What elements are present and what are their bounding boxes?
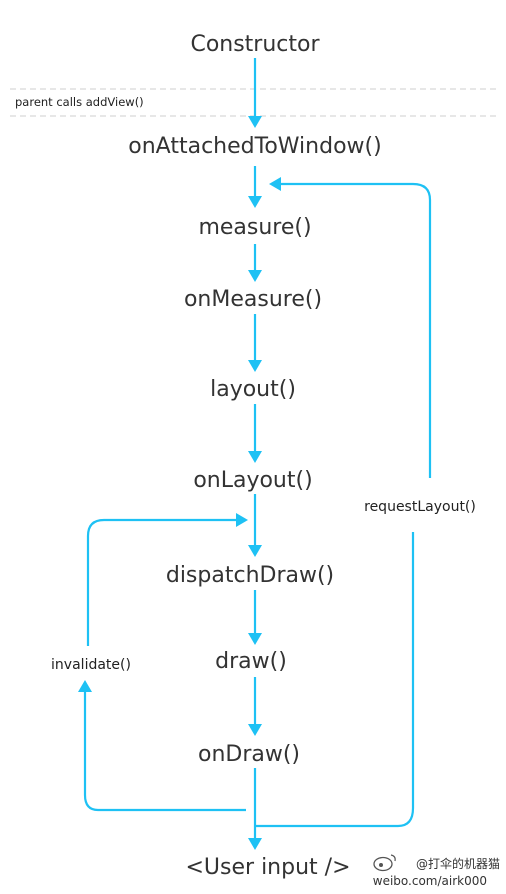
node-draw: draw() <box>215 649 287 674</box>
arrowhead-ondraw <box>248 724 262 736</box>
node-measure: measure() <box>198 215 311 240</box>
invalidate-loop-return <box>86 518 236 646</box>
arrowhead-draw <box>248 633 262 645</box>
arrowhead-userinput <box>248 838 262 850</box>
node-user-input: <User input /> <box>186 855 351 880</box>
node-constructor: Constructor <box>190 32 320 57</box>
invalidate-arrowhead-up <box>78 680 92 692</box>
node-dispatch-draw: dispatchDraw() <box>166 563 334 588</box>
invalidate-loop <box>78 513 248 812</box>
node-on-measure: onMeasure() <box>184 287 322 312</box>
request-layout-loop-path <box>255 532 415 828</box>
arrowhead-measure <box>248 196 262 208</box>
request-layout-loop-return <box>281 182 432 478</box>
arrowhead-layout <box>248 360 262 372</box>
weibo-icon <box>373 854 396 872</box>
node-on-layout: onLayout() <box>193 468 312 493</box>
node-on-attached-to-window: onAttachedToWindow() <box>128 134 381 159</box>
arrowhead-dispatchdraw <box>248 545 262 557</box>
request-layout-arrowhead <box>269 177 281 191</box>
main-flow <box>248 58 262 850</box>
watermark: @打伞的机器猫 weibo.com/airk000 <box>373 854 500 888</box>
watermark-handle: @打伞的机器猫 <box>416 856 500 871</box>
request-layout-loop <box>255 177 432 828</box>
node-layout: layout() <box>210 377 296 402</box>
node-on-draw: onDraw() <box>198 742 300 767</box>
label-parent-calls-addview: parent calls addView() <box>15 95 144 109</box>
arrowhead-onmeasure <box>248 270 262 282</box>
label-request-layout: requestLayout() <box>364 499 476 515</box>
arrowhead-onlayout <box>248 451 262 463</box>
invalidate-loop-path <box>83 692 246 812</box>
watermark-url: weibo.com/airk000 <box>373 874 487 888</box>
invalidate-arrowhead-right <box>236 513 248 527</box>
arrowhead-attached <box>248 116 262 128</box>
label-invalidate: invalidate() <box>51 657 131 673</box>
